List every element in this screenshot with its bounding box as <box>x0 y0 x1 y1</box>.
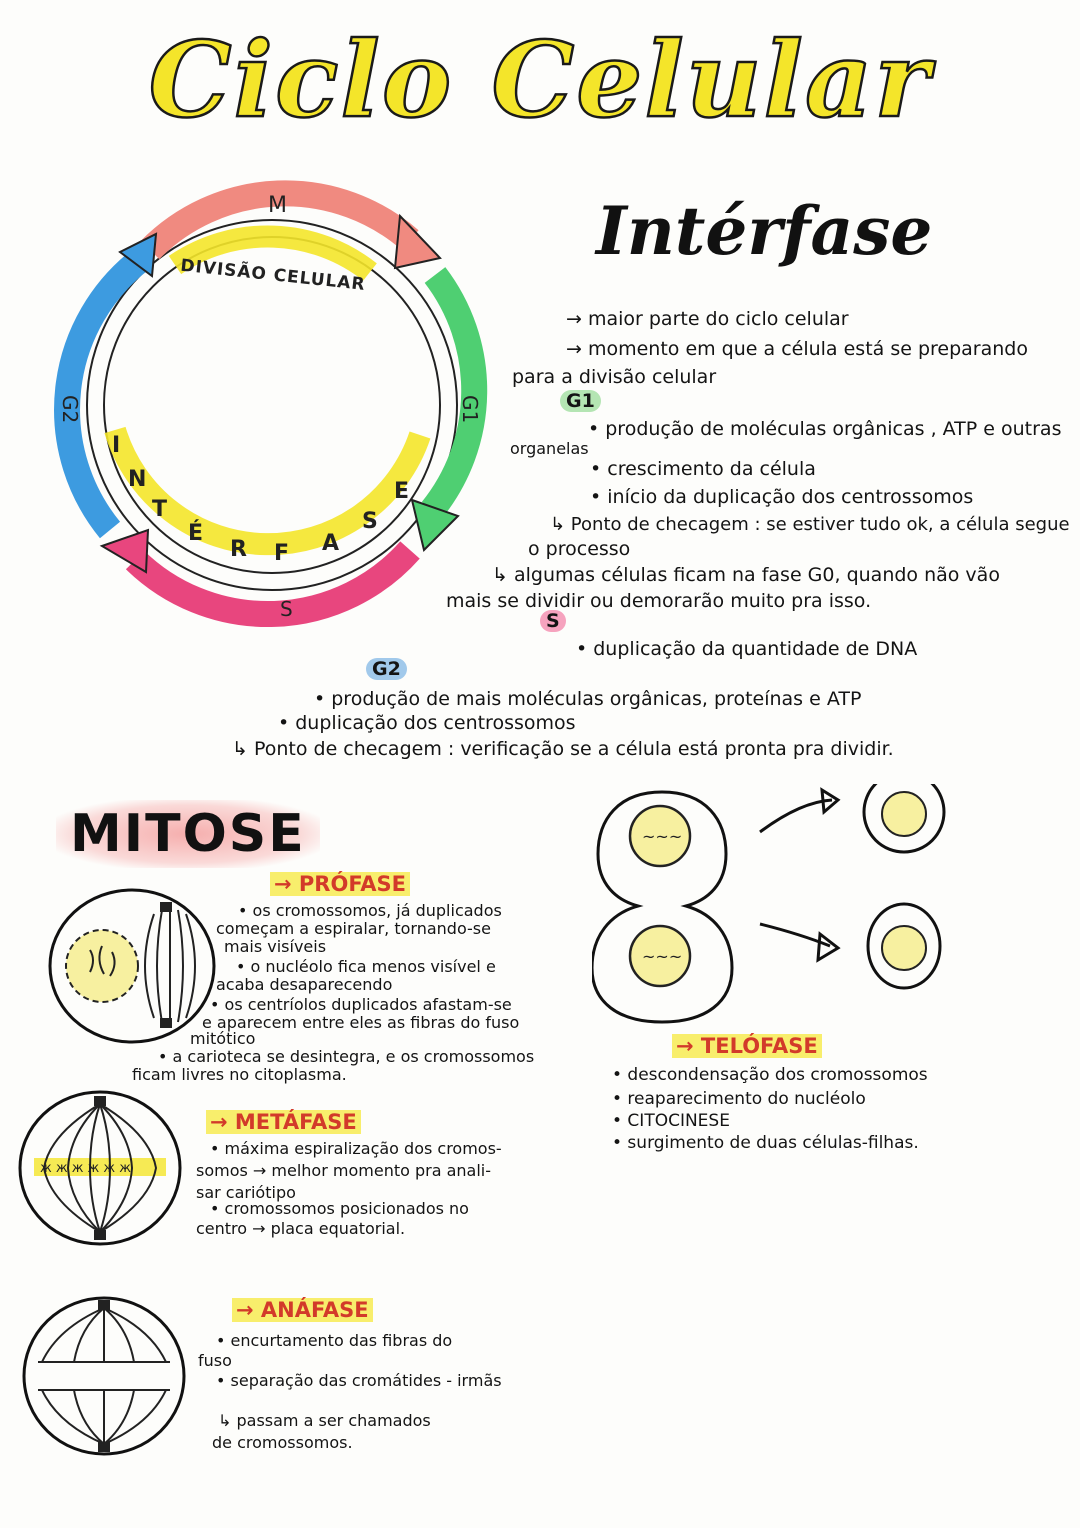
metafase-heading: → METÁFASE <box>206 1110 361 1134</box>
telofase-line: • reaparecimento do nucléolo <box>612 1089 866 1109</box>
g1-label: G1 <box>458 395 482 423</box>
g1-line: ↳ algumas células ficam na fase G0, quan… <box>492 564 1000 586</box>
anafase-line: • separação das cromátides - irmãs <box>216 1371 502 1390</box>
interfase-letter: T <box>152 497 167 522</box>
g1-line: o processo <box>528 538 631 560</box>
g2-phase-arrow <box>54 249 149 539</box>
interfase-letter: S <box>362 509 378 534</box>
g1-tag: G1 <box>560 388 601 414</box>
telofase-heading: → TELÓFASE <box>672 1034 822 1058</box>
g1-line: organelas <box>510 439 589 458</box>
g1-line: • crescimento da célula <box>590 458 816 480</box>
interfase-letter: A <box>322 531 339 556</box>
g1-line: • início da duplicação dos centrossomos <box>590 486 974 508</box>
metafase-line: sar cariótipo <box>196 1183 296 1202</box>
anafase-line: ↳ passam a ser chamados <box>218 1411 431 1430</box>
g2-line: ↳ Ponto de checagem : verificação se a c… <box>232 738 894 760</box>
m-phase-arrow <box>140 180 419 260</box>
s-tag: S <box>540 608 566 634</box>
mitose-heading: MITOSE <box>56 800 320 868</box>
cell-cycle-diagram: M G1 G2 S DIVISÃO CELULAR I N T É R F A … <box>54 180 488 628</box>
g1-line: • produção de moléculas orgânicas , ATP … <box>588 418 1062 440</box>
anafase-line: fuso <box>198 1351 232 1370</box>
profase-line: acaba desaparecendo <box>216 975 393 994</box>
interfase-letter: É <box>188 520 203 546</box>
g1-phase-arrow <box>421 267 488 519</box>
svg-text:ж ж ж ж ж ж: ж ж ж ж ж ж <box>40 1161 131 1176</box>
g1-line: ↳ Ponto de checagem : se estiver tudo ok… <box>550 514 1070 535</box>
g2-label: G2 <box>58 395 82 423</box>
g2-line: • duplicação dos centrossomos <box>278 712 576 734</box>
g2-tag: G2 <box>366 656 407 682</box>
profase-line: e aparecem entre eles as fibras do fuso <box>202 1013 520 1032</box>
interfase-line: → maior parte do ciclo celular <box>566 308 849 330</box>
telofase-line: • surgimento de duas células-filhas. <box>612 1133 919 1153</box>
interfase-heading: Intérfase <box>596 192 933 270</box>
metafase-line: somos → melhor momento pra anali- <box>196 1161 492 1180</box>
metafase-line: • cromossomos posicionados no <box>210 1199 469 1218</box>
interfase-line: → momento em que a célula está se prepar… <box>566 338 1028 360</box>
profase-line: mais visíveis <box>224 937 327 956</box>
s-label: S <box>280 597 293 621</box>
svg-text:~~~: ~~~ <box>642 947 682 966</box>
page-title: Ciclo Celular <box>148 17 932 143</box>
g1-line: mais se dividir ou demorarão muito pra i… <box>446 590 872 612</box>
telofase-cell-drawing: ~~~ ~~~ <box>592 784 946 1024</box>
profase-line: mitótico <box>190 1029 256 1048</box>
profase-line: • a carioteca se desintegra, e os cromos… <box>158 1047 535 1066</box>
profase-cell-drawing <box>48 888 216 1044</box>
interfase-letter: N <box>128 467 146 492</box>
svg-text:~~~: ~~~ <box>642 827 682 846</box>
anafase-line: • encurtamento das fibras do <box>216 1331 453 1350</box>
anafase-line: de cromossomos. <box>212 1433 353 1452</box>
interfase-letter: R <box>230 537 247 562</box>
anafase-cell-drawing <box>22 1296 186 1456</box>
telofase-line: • descondensação dos cromossomos <box>612 1065 928 1085</box>
profase-line: • o nucléolo fica menos visível e <box>236 957 496 976</box>
m-label: M <box>268 193 287 218</box>
metafase-line: • máxima espiralização dos cromos- <box>210 1139 502 1158</box>
interfase-letter: F <box>274 541 289 566</box>
anafase-heading: → ANÁFASE <box>232 1298 373 1322</box>
interfase-line: para a divisão celular <box>512 366 717 388</box>
interfase-letter: E <box>394 479 409 504</box>
interfase-letter: I <box>112 433 120 458</box>
profase-line: começam a espiralar, tornando-se <box>216 919 491 938</box>
profase-line: ficam livres no citoplasma. <box>132 1065 347 1084</box>
profase-heading: → PRÓFASE <box>270 872 410 896</box>
metafase-cell-drawing: ж ж ж ж ж ж <box>18 1090 182 1246</box>
metafase-line: centro → placa equatorial. <box>196 1219 406 1238</box>
g2-line: • produção de mais moléculas orgânicas, … <box>314 688 862 710</box>
telofase-line: • CITOCINESE <box>612 1111 730 1131</box>
s-phase-arrow <box>125 541 420 628</box>
s-line: • duplicação da quantidade de DNA <box>576 638 918 660</box>
profase-line: • os centríolos duplicados afastam-se <box>210 995 512 1014</box>
profase-line: • os cromossomos, já duplicados <box>238 901 502 920</box>
